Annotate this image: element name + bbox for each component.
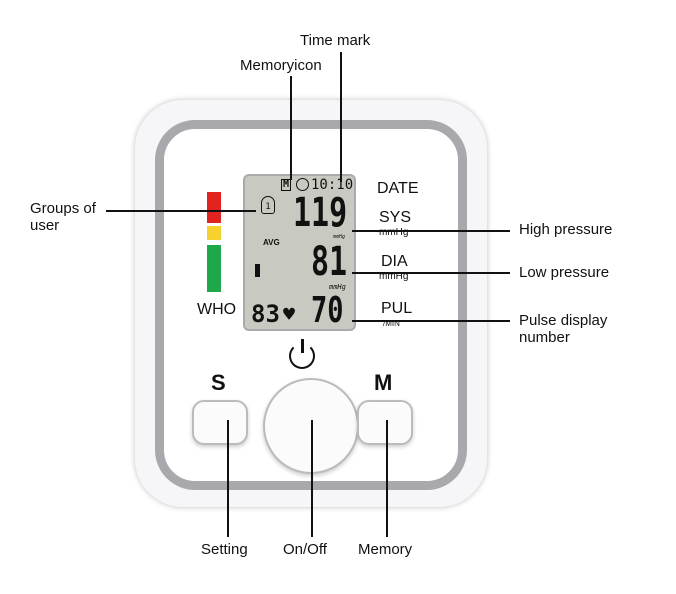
user-group-icon: 1 — [261, 196, 275, 214]
m-button-label: M — [374, 370, 393, 395]
leader-line-time — [340, 52, 342, 182]
power-icon — [289, 343, 315, 369]
indicator-bar — [255, 264, 260, 277]
label-groups-of-user: Groups of user — [30, 200, 96, 234]
dia-label: DIA — [381, 253, 408, 270]
date-label: DATE — [377, 180, 419, 197]
memory-badge-icon: M — [281, 179, 292, 191]
power-icon-stem — [301, 339, 304, 353]
memory-button[interactable] — [357, 400, 413, 445]
leader-line-setting — [227, 420, 229, 537]
dia-unit: mmHg — [379, 271, 409, 282]
lcd-time: 10:10 — [311, 177, 354, 193]
clock-icon — [296, 178, 309, 191]
label-memory-icon: Memoryicon — [240, 57, 322, 74]
user-number: 1 — [265, 202, 271, 212]
leader-line-high — [352, 230, 510, 232]
who-bar-yellow — [207, 226, 221, 240]
who-label: WHO — [197, 301, 237, 318]
leader-line-memory — [386, 420, 388, 537]
sys-label: SYS — [379, 209, 412, 226]
memory-count: 83 — [251, 300, 280, 328]
label-memory: Memory — [358, 541, 413, 558]
label-low-pressure: Low pressure — [519, 264, 610, 281]
lcd-screen: M 10:10 1 119 AVG mmHg 81 mmHg 83 ♥ 70 — [243, 174, 356, 331]
setting-button[interactable] — [192, 400, 248, 445]
who-bar-red — [207, 192, 221, 223]
pul-unit: /MIN — [383, 319, 400, 328]
who-bar-green — [207, 245, 221, 292]
unit-small-dia: mmHg — [329, 283, 346, 291]
unit-small-sys: mmHg — [333, 234, 346, 240]
sys-unit: mmHg — [379, 227, 409, 238]
label-high-pressure: High pressure — [519, 221, 613, 238]
systolic-value: 119 — [293, 190, 348, 236]
label-setting: Setting — [201, 541, 248, 558]
leader-line-groups — [106, 210, 256, 212]
heart-icon: ♥ — [283, 302, 296, 326]
leader-line-memory-icon — [290, 76, 292, 180]
label-on-off: On/Off — [283, 541, 327, 558]
avg-label: AVG — [263, 238, 280, 247]
pulse-value: 70 — [311, 290, 344, 331]
leader-line-onoff — [311, 420, 313, 537]
diastolic-value: 81 — [311, 239, 348, 285]
s-button-label: S — [211, 370, 226, 395]
leader-line-pulse — [352, 320, 510, 322]
leader-line-low — [352, 272, 510, 274]
label-pulse-display: Pulse display number — [519, 312, 608, 346]
label-time-mark: Time mark — [300, 32, 371, 49]
pul-label: PUL — [381, 300, 413, 317]
